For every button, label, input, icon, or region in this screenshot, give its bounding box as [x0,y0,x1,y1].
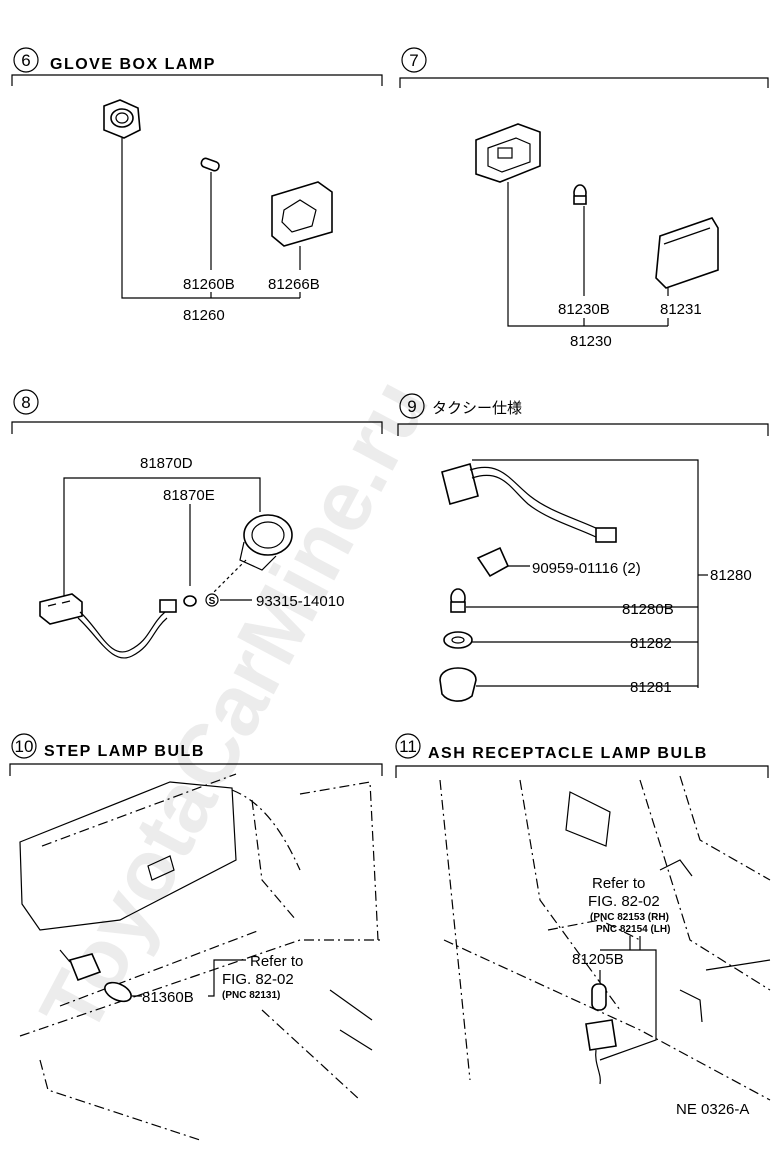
section-9-title: タクシー仕様 [432,400,522,417]
part-number-81266B: 81266B [268,276,320,293]
part-number-81260B: 81260B [183,276,235,293]
section-10: 10 STEP LAMP BULB 81360B Refer to [9,733,383,1141]
section-6-number: 6 [21,51,30,70]
part-number-90959-01116: 90959-01116 (2) [532,560,641,577]
lens-81281 [439,667,477,702]
part-number-81281: 81281 [630,679,672,696]
section-8-number-circle [13,389,39,415]
section-11: 11 ASH RECEPTACLE LAMP BULB Refer to FIG… [395,733,771,1101]
door-panel-outline [19,773,380,1141]
bulb-81230B [573,184,587,205]
part-number-81280: 81280 [710,567,752,584]
part-number-81230B: 81230B [558,301,610,318]
section-11-title: ASH RECEPTACLE LAMP BULB [428,745,708,762]
part-number-81280B: 81280B [622,601,674,618]
fig-ref-10: FIG. 82-02 [222,971,294,988]
part-number-81205B: 81205B [572,951,624,968]
section-6-number-circle [13,47,39,73]
screw-s-label: S [209,596,216,607]
section-10-number-circle [11,733,37,759]
leader-81870D [63,477,261,598]
socket-81870E [159,599,177,613]
part-number-93315-14010: 93315-14010 [256,593,344,610]
section-7: 7 81230B 81231 81230 [399,47,769,350]
section-8: 8 81870D 81870E S 93315-14010 [11,389,383,659]
ref-label-11: Refer to [592,875,645,892]
lens-81231 [655,217,719,289]
bulb-81870E [183,595,197,607]
gasket-81282 [443,631,473,649]
section-9-number: 9 [407,397,416,416]
section-10-title: STEP LAMP BULB [44,743,205,760]
leader-81260 [121,138,300,299]
watermark: ToyotaCarMine.ru [22,364,447,1049]
fig-ref-11: FIG. 82-02 [588,893,660,910]
pnc-ref-11-rh: (PNC 82153 (RH) [590,912,669,923]
section-7-number: 7 [409,51,418,70]
screw-symbol [205,593,219,607]
leader-81230 [507,182,668,327]
section-6-title: GLOVE BOX LAMP [50,56,216,73]
section-11-number-circle [395,733,421,759]
lens-81266B [271,181,333,247]
part-number-81870D: 81870D [140,455,193,472]
part-number-81260: 81260 [183,307,225,324]
section-7-bracket [399,77,769,88]
part-number-81360B: 81360B [142,989,194,1006]
section-11-bracket [395,765,769,778]
ash-receptacle-outline [439,775,771,1101]
clip-90959 [476,546,510,578]
part-number-81230: 81230 [570,333,612,350]
section-8-bracket [11,421,383,434]
lamp-ring-81870D [239,514,293,571]
part-number-81870E: 81870E [163,487,215,504]
section-9-number-circle [399,393,425,419]
section-6: 6 GLOVE BOX LAMP 81260B 81266B 81260 [11,47,383,324]
section-11-number: 11 [399,737,417,756]
bulb-81260B [200,157,220,172]
connector-81870D [39,593,83,625]
part-number-81231: 81231 [660,301,702,318]
pnc-ref-10: (PNC 82131) [222,990,280,1001]
bulb-81360B [104,981,132,1003]
socket-harness-81280 [441,463,617,543]
section-6-bracket [11,74,383,86]
section-10-bracket [9,763,383,776]
part-number-81282: 81282 [630,635,672,652]
section-9-bracket [397,423,769,436]
section-7-number-circle [401,47,427,73]
glove-box-lamp-housing [103,99,141,139]
bulb-81205B [591,983,607,1011]
leader-81280 [472,459,699,688]
pnc-ref-11-lh: PNC 82154 (LH) [596,924,670,935]
section-10-number: 10 [15,737,34,756]
lamp-housing-81230 [475,123,541,183]
socket-81360B [59,949,102,982]
section-8-number: 8 [21,393,30,412]
figure-code: NE 0326-A [676,1101,749,1118]
bulb-81280B [450,588,466,613]
socket-81205B [585,1019,617,1085]
ref-label-10: Refer to [250,953,303,970]
wire-harness [79,611,166,653]
section-9: 9 タクシー仕様 81280 90959-01116 (2) 81280B 81… [397,393,769,702]
